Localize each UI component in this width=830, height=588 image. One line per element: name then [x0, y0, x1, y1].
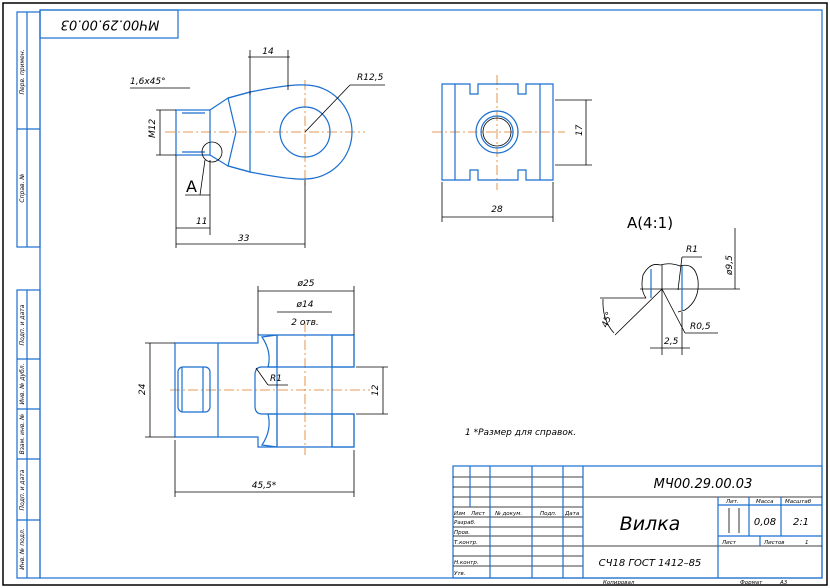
svg-text:Масштаб: Масштаб	[785, 499, 812, 505]
svg-text:Лист: Лист	[470, 511, 486, 517]
inner-frame	[39, 9, 823, 579]
svg-text:Дата: Дата	[564, 511, 580, 517]
svg-text:ø14: ø14	[296, 300, 314, 310]
svg-text:ø9,5: ø9,5	[725, 255, 735, 276]
svg-text:Инв. № дубл.: Инв. № дубл.	[19, 363, 26, 404]
side-stamp-top: Перв. примен. Справ. №	[16, 11, 41, 248]
svg-text:A: A	[186, 177, 197, 196]
section-view: ø25 ø14 2 отв. 24 12 R1 45,5*	[138, 279, 388, 497]
svg-text:Перв. примен.: Перв. примен.	[19, 49, 26, 94]
svg-text:17: 17	[575, 124, 585, 136]
svg-text:Подп. и дата: Подп. и дата	[19, 469, 26, 510]
svg-text:Подп.: Подп.	[540, 511, 557, 517]
svg-text:R0,5: R0,5	[690, 322, 711, 332]
front-view: A 1,6x45° M12 14 R12,5 11 33	[130, 47, 385, 248]
scale-value: 2:1	[793, 517, 809, 528]
svg-text:12: 12	[371, 384, 381, 396]
svg-text:24: 24	[138, 383, 148, 395]
svg-text:Разраб.: Разраб.	[454, 520, 476, 526]
note: 1 *Размер для справок.	[465, 428, 576, 438]
side-stamp-bottom: Подп. и дата Инв. № дубл. Взам. инв. № П…	[16, 289, 41, 579]
svg-text:ø25: ø25	[297, 279, 315, 289]
mass-value: 0,08	[754, 517, 776, 528]
designation: МЧ00.29.00.03	[654, 477, 753, 492]
part-name: Вилка	[620, 513, 681, 535]
svg-text:Н.контр.: Н.контр.	[454, 560, 479, 566]
svg-text:M12: M12	[148, 119, 158, 138]
svg-text:Копировал: Копировал	[603, 580, 635, 586]
svg-text:2 отв.: 2 отв.	[291, 318, 319, 328]
svg-text:14: 14	[262, 47, 274, 57]
svg-text:28: 28	[491, 205, 503, 215]
svg-text:33: 33	[238, 234, 250, 244]
svg-text:№ докум.: № докум.	[494, 511, 522, 517]
svg-text:МЧ00.29.00.03: МЧ00.29.00.03	[61, 17, 160, 32]
svg-text:Изм: Изм	[454, 511, 465, 517]
svg-text:Утв.: Утв.	[454, 571, 466, 577]
svg-text:Лит.: Лит.	[725, 499, 739, 505]
detail-a: A(4:1) R0,5 R1 ø9,5 45° 2,5	[600, 214, 740, 355]
title-block: МЧ00.29.00.03 Вилка СЧ18 ГОСТ 1412–85 Из…	[452, 465, 823, 586]
svg-text:Справ. №: Справ. №	[19, 173, 26, 202]
svg-text:R1: R1	[686, 245, 698, 255]
svg-text:45°: 45°	[600, 311, 615, 329]
svg-text:A(4:1): A(4:1)	[627, 214, 673, 232]
svg-text:Масса: Масса	[756, 499, 774, 505]
svg-text:1: 1	[805, 540, 809, 546]
svg-text:Подп. и дата: Подп. и дата	[19, 304, 26, 345]
svg-text:А3: А3	[779, 580, 788, 586]
svg-text:45,5*: 45,5*	[252, 481, 277, 491]
svg-text:Формат: Формат	[740, 580, 763, 586]
svg-text:Лист: Лист	[721, 540, 737, 546]
svg-text:R1: R1	[270, 374, 282, 384]
svg-text:Пров.: Пров.	[454, 530, 470, 536]
svg-text:Т.контр.: Т.контр.	[454, 540, 478, 546]
svg-text:Взам. инв. №: Взам. инв. №	[19, 414, 26, 455]
top-stamp: МЧ00.29.00.03	[39, 9, 179, 39]
material: СЧ18 ГОСТ 1412–85	[599, 558, 702, 569]
side-view: 28 17	[432, 75, 592, 222]
svg-text:Листов: Листов	[763, 540, 785, 546]
svg-text:Инв. № подл.: Инв. № подл.	[19, 528, 26, 569]
svg-text:1,6x45°: 1,6x45°	[130, 77, 166, 87]
svg-text:2,5: 2,5	[664, 337, 679, 347]
svg-text:R12,5: R12,5	[357, 73, 384, 83]
svg-text:11: 11	[196, 217, 207, 227]
